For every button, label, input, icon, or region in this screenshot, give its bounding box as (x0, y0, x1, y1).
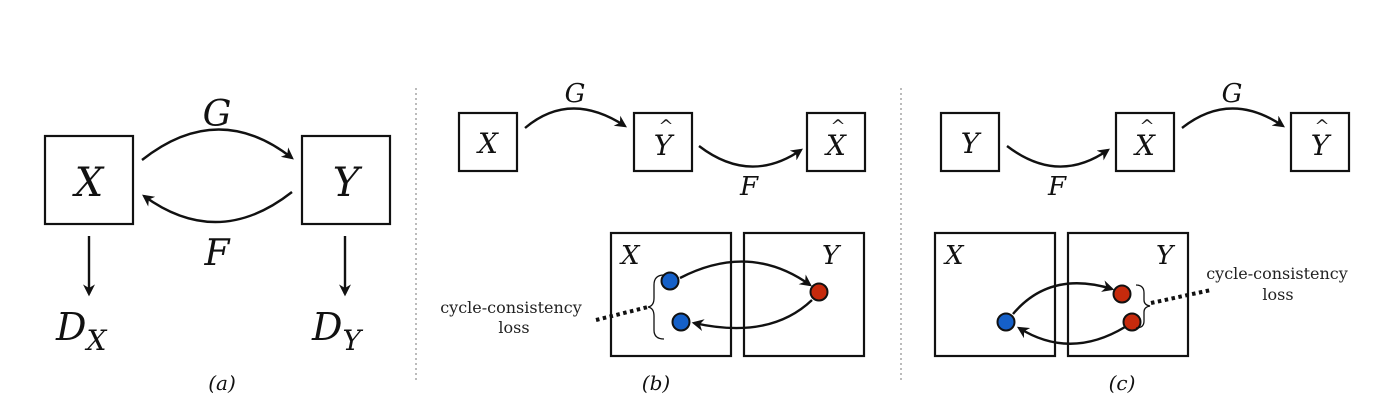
loss-brace (1135, 284, 1151, 329)
loss-dotted-line (595, 305, 649, 322)
mapping-f-label: F (204, 233, 232, 274)
domain-x-box (43, 134, 135, 226)
domain-y-box (300, 134, 392, 226)
forward-arrow (679, 260, 812, 287)
source-point (996, 312, 1016, 332)
backward-arrow (691, 299, 813, 331)
hat-mark-3: ^ (1314, 116, 1329, 137)
chain-label-1: Y (961, 127, 982, 160)
chain-label-1: X (476, 127, 499, 160)
domain-x-label: X (72, 160, 105, 206)
chain-label-3: Y (1311, 129, 1332, 162)
caption-a: (a) (208, 371, 236, 395)
chain-box-3 (805, 111, 867, 173)
hat-mark-2: ^ (658, 116, 673, 137)
panel-b: X Y ^ X ^ G F X Y cycle-consistency loss… (440, 79, 867, 395)
loss-dotted-line (1150, 288, 1212, 305)
loss-brace (647, 274, 665, 340)
space-y-label: Y (822, 241, 842, 271)
mapping-f-label: F (739, 172, 759, 202)
panel-c: Y X ^ Y ^ F G X Y cycle-consistency loss… (933, 79, 1351, 395)
mapping-g-label: G (1222, 79, 1243, 109)
mapping-g-arrow (524, 107, 628, 129)
loss-label-line2: loss (498, 318, 529, 337)
source-point (660, 271, 680, 291)
backward-arrow (1016, 325, 1126, 345)
space-x-label: X (619, 241, 641, 271)
hat-mark-3: ^ (830, 116, 845, 137)
mapping-f-arrow (698, 145, 803, 168)
mapping-g-label: G (203, 94, 232, 135)
caption-b: (b) (642, 371, 670, 395)
mapping-g-arrow (141, 128, 294, 161)
chain-box-2 (632, 111, 694, 173)
translated-point (809, 282, 829, 302)
space-x-label: X (943, 241, 965, 271)
space-x-box (933, 231, 1057, 358)
loss-label-line1: cycle-consistency (1206, 264, 1348, 283)
loss-label-line2: loss (1262, 285, 1293, 304)
chain-label-3: X (824, 129, 847, 162)
chain-box-2 (1114, 111, 1176, 173)
forward-arrow (1012, 280, 1115, 315)
panel-a: X Y G F DX DY (a) (43, 94, 392, 395)
caption-c: (c) (1109, 371, 1136, 395)
mapping-g-label: G (565, 79, 586, 109)
reconstructed-point (1112, 284, 1132, 304)
translated-point (1122, 312, 1142, 332)
chain-box-1 (457, 111, 519, 173)
mapping-g-arrow (1181, 107, 1285, 129)
hat-mark-2: ^ (1139, 116, 1154, 137)
loss-label-line1: cycle-consistency (440, 298, 582, 317)
chain-box-1 (939, 111, 1001, 173)
chain-box-3 (1289, 111, 1351, 173)
reconstructed-point (671, 312, 691, 332)
chain-label-2: Y (654, 129, 675, 162)
domain-y-label: Y (333, 160, 363, 206)
space-y-box (742, 231, 866, 358)
disc-x-label: DX (55, 305, 107, 357)
space-y-label: Y (1156, 241, 1176, 271)
space-x-box (609, 231, 733, 358)
chain-label-2: X (1133, 129, 1156, 162)
mapping-f-label: F (1047, 172, 1067, 202)
mapping-f-arrow (1006, 145, 1110, 168)
mapping-f-arrow (142, 191, 293, 224)
disc-y-label: DY (311, 305, 363, 357)
